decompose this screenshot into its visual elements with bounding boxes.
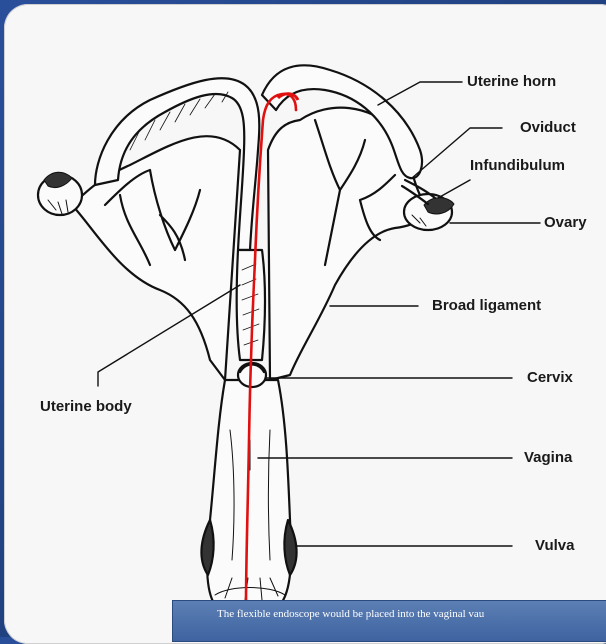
label-infundibulum: Infundibulum [470,157,565,174]
label-uterine-horn: Uterine horn [467,73,556,90]
leader-uterine-horn [378,82,462,105]
caption-text: The flexible endoscope would be placed i… [217,608,484,620]
vulva-right [284,520,296,575]
caption-box: The flexible endoscope would be placed i… [172,600,606,642]
label-oviduct: Oviduct [520,119,576,136]
label-broad-ligament: Broad ligament [432,297,541,314]
label-uterine-body: Uterine body [40,398,132,415]
label-ovary: Ovary [544,214,587,231]
vulva-left [201,520,213,575]
label-cervix: Cervix [527,369,573,386]
label-vagina: Vagina [524,449,572,466]
label-vulva: Vulva [535,537,574,554]
leader-infundibulum [438,180,470,198]
